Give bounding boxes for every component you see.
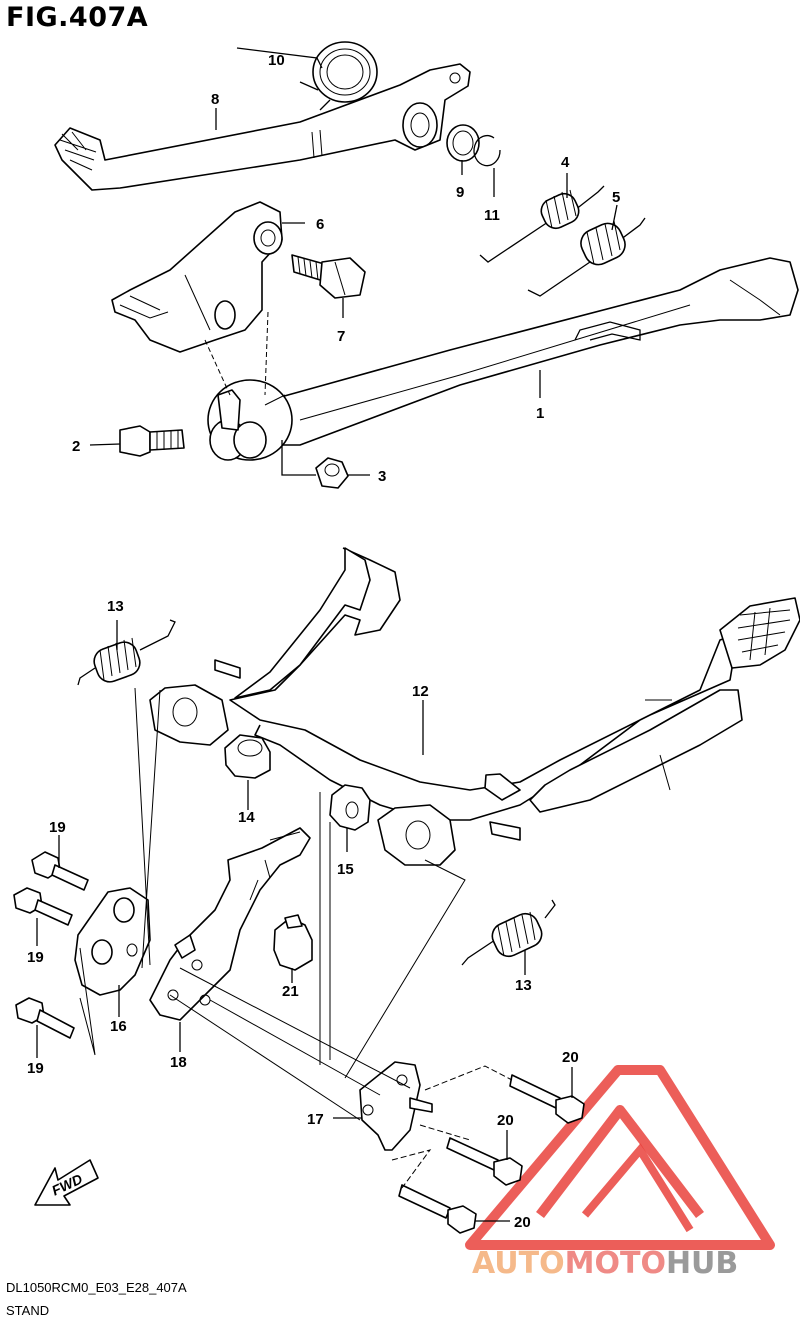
logo-triangle-outer: [465, 1065, 775, 1250]
callout-6: 6: [316, 216, 324, 233]
figure-name: STAND: [6, 1303, 50, 1318]
callout-17: 17: [307, 1111, 324, 1128]
callout-19-c: 19: [27, 1060, 44, 1077]
callout-14: 14: [238, 809, 255, 826]
part-19-bolt-a: [31, 851, 89, 891]
part-19-bolt-c: [15, 997, 75, 1039]
callout-21: 21: [282, 983, 299, 1000]
part-9-washer: [446, 124, 480, 162]
fwd-arrow-icon: FWD: [34, 1159, 99, 1206]
callout-12: 12: [412, 683, 429, 700]
part-8-brake-pedal: [54, 63, 471, 191]
part-13-spring-upper: [77, 619, 176, 686]
callout-9: 9: [456, 184, 464, 201]
callout-8: 8: [211, 91, 219, 108]
part-6-bracket: [111, 201, 283, 353]
callout-5: 5: [612, 189, 620, 206]
callout-labels: 10 8 4 9 11 5 6 7 1 2 3 13 12 14 15 19 1…: [27, 52, 620, 1231]
callout-15: 15: [337, 861, 354, 878]
part-11-circlip: [473, 135, 501, 167]
part-19-bolt-b: [13, 887, 73, 926]
callout-20-b: 20: [497, 1112, 514, 1129]
part-3-nut: [315, 457, 349, 489]
part-12-center-stand: [149, 547, 800, 866]
top-leader-lines: [89, 47, 618, 476]
callout-13-lower: 13: [515, 977, 532, 994]
figure-code: DL1050RCM0_E03_E28_407A: [6, 1280, 187, 1295]
callout-20-a: 20: [562, 1049, 579, 1066]
svg-text:AUTOMOTOHUB: AUTOMOTOHUB: [472, 1246, 738, 1281]
part-10-return-spring: [299, 41, 378, 111]
part-20-bolt-a: [509, 1074, 585, 1124]
part-7-bolt: [291, 254, 366, 299]
part-15-bush: [329, 784, 371, 831]
part-1-side-stand: [207, 257, 799, 461]
callout-10: 10: [268, 52, 285, 69]
part-20-bolt-b: [446, 1137, 523, 1186]
part-2-bolt: [119, 425, 185, 457]
callout-11: 11: [484, 207, 500, 224]
callout-19-b: 19: [27, 949, 44, 966]
callout-2: 2: [72, 438, 80, 455]
logo-triangle-mid: [581, 1143, 694, 1233]
part-5-spring: [527, 217, 646, 297]
part-17-bracket: [359, 1061, 433, 1151]
logo-hub: HUB: [666, 1246, 738, 1281]
figure-title: FIG.407A: [6, 2, 149, 33]
callout-4: 4: [561, 154, 570, 171]
callout-7: 7: [337, 328, 345, 345]
callout-20-c: 20: [514, 1214, 531, 1231]
part-4-spring: [479, 185, 605, 263]
part-20-bolt-c: [398, 1184, 477, 1234]
callout-18: 18: [170, 1054, 187, 1071]
part-16-plate: [74, 887, 151, 996]
part-18-bracket: [149, 827, 311, 1021]
part-13-spring-lower: [461, 899, 556, 966]
logo-auto: AUTO: [472, 1246, 565, 1281]
callout-3: 3: [378, 468, 386, 485]
callout-1: 1: [536, 405, 544, 422]
callout-19-a: 19: [49, 819, 66, 836]
logo-moto: MOTO: [565, 1246, 666, 1281]
center-leader-lines: [36, 620, 573, 1222]
logo-triangle-inner: [536, 1105, 704, 1219]
part-14-bush: [224, 734, 271, 779]
callout-16: 16: [110, 1018, 127, 1035]
part-21-damper: [273, 914, 313, 971]
callout-13-upper: 13: [107, 598, 124, 615]
automotohub-logo: AUTOMOTOHUB: [465, 1065, 775, 1281]
